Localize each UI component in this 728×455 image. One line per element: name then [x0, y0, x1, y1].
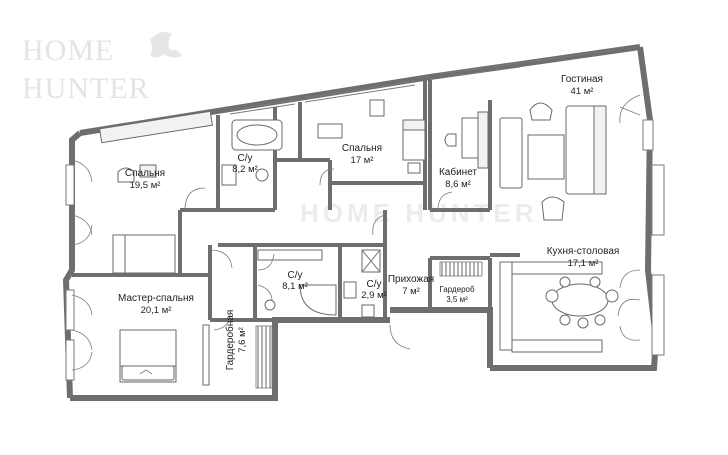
bath3-name: С/у — [367, 279, 382, 290]
bedroom1-area: 19,5 м² — [130, 180, 161, 191]
bath3-furniture — [343, 249, 381, 318]
bath1-area: 8,2 м² — [232, 164, 258, 175]
bedroom1-furniture — [99, 110, 213, 274]
living-furniture — [499, 102, 607, 221]
study-name: Кабинет — [439, 166, 477, 178]
logo-line-2: HUNTER — [22, 72, 150, 105]
wardrobe2-name: Гардеробная — [224, 310, 236, 371]
home-hunter-logo: HOME HUNTER — [22, 32, 182, 105]
wardrobe1-rail — [439, 261, 483, 277]
bedroom2-furniture — [317, 99, 426, 174]
windows-right — [617, 94, 665, 356]
kitchen-name: Кухня-столовая — [547, 246, 620, 257]
bedroom2-name: Спальня — [342, 143, 382, 154]
living-name: Гостиная — [561, 74, 603, 85]
bath1-furniture — [221, 119, 283, 186]
interior-walls — [72, 80, 520, 322]
wardrobe2-furniture — [202, 324, 273, 389]
kitchen-area: 17,1 м² — [568, 258, 599, 269]
bath2-furniture — [257, 249, 337, 316]
bath2-area: 8,1 м² — [282, 281, 308, 292]
master-area: 20,1 м² — [141, 305, 172, 316]
bath2-name: С/у — [288, 270, 303, 281]
study-furniture — [444, 111, 489, 169]
master-name: Мастер-спальня — [118, 293, 194, 304]
bath1-name: С/у — [238, 153, 253, 164]
kitchen-furniture — [499, 261, 619, 353]
master-furniture — [119, 329, 177, 383]
living-area: 41 м² — [571, 86, 594, 97]
interior-doors — [184, 168, 453, 350]
bath3-area: 2,9 м² — [361, 290, 387, 301]
bird-icon — [150, 32, 182, 58]
logo-line-1: HOME — [22, 34, 114, 67]
bedroom1-name: Спальня — [125, 168, 165, 179]
wardrobe1-area: 3,5 м² — [446, 295, 468, 304]
bedroom2-area: 17 м² — [351, 155, 374, 166]
center-watermark: HOME HUNTER — [300, 198, 538, 228]
hall-name: Прихожая — [388, 274, 434, 285]
study-area: 8,6 м² — [445, 179, 471, 190]
hall-area: 7 м² — [402, 286, 420, 297]
wardrobe2-area: 7,6 м² — [237, 327, 248, 353]
room-labels: Спальня 19,5 м² С/у 8,2 м² Спальня 17 м²… — [118, 74, 619, 370]
windows-left — [65, 159, 93, 381]
wardrobe1-name: Гардероб — [439, 285, 475, 294]
